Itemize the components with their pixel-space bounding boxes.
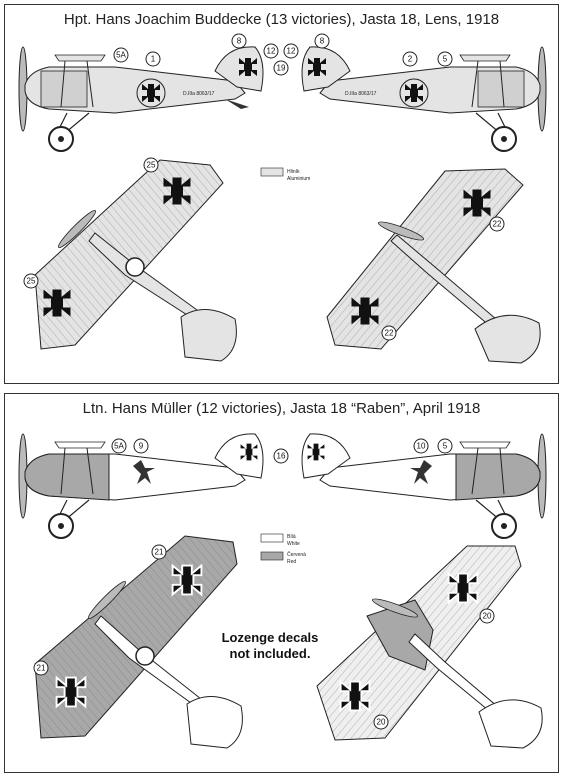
callout-marker: 21 <box>151 544 167 560</box>
upper-wing-edge <box>54 54 106 62</box>
callout-marker: 25 <box>23 273 39 289</box>
svg-text:10: 10 <box>417 442 426 451</box>
callout-marker: 20 <box>373 714 389 730</box>
callout-marker: 5 <box>437 51 453 67</box>
legend-swatch-aluminium <box>260 167 284 177</box>
svg-text:21: 21 <box>37 664 46 673</box>
svg-text:25: 25 <box>27 277 36 286</box>
top-view-left <box>34 535 243 749</box>
note-line-1: Lozenge decals <box>221 630 319 645</box>
svg-text:8: 8 <box>320 37 325 46</box>
callouts: 5A 1 8 12 19 12 8 2 5 25 25 22 22 <box>23 33 505 341</box>
legend-sublabel: White <box>287 541 300 547</box>
buddecke-artwork: D.IIIa 8063/17 D.IIIa 8063/17 <box>18 33 547 364</box>
svg-text:22: 22 <box>385 329 394 338</box>
upper-wing-edge <box>459 54 511 62</box>
callouts: 5A 9 16 10 5 21 21 20 20 <box>33 438 495 730</box>
callout-marker: 20 <box>479 608 495 624</box>
propeller <box>57 209 97 249</box>
legend: Bílá White Červená Red <box>260 533 306 565</box>
svg-text:5: 5 <box>443 442 448 451</box>
tailplane <box>478 699 543 749</box>
callout-marker: 5A <box>111 438 127 454</box>
callout-marker: 5 <box>437 438 453 454</box>
svg-text:22: 22 <box>493 220 502 229</box>
callout-marker: 10 <box>413 438 429 454</box>
svg-text:16: 16 <box>277 452 286 461</box>
decal-note: Lozenge decals not included. <box>205 630 335 662</box>
panel-title: Hpt. Hans Joachim Buddecke (13 victories… <box>63 11 500 28</box>
svg-text:5: 5 <box>443 55 448 64</box>
side-view-right: D.IIIa 8063/17 <box>301 46 547 152</box>
red-nose <box>455 453 541 501</box>
serial-right: D.IIIa 8063/17 <box>345 91 377 97</box>
tailplane <box>180 309 237 362</box>
propeller <box>372 598 418 618</box>
svg-text:20: 20 <box>377 718 386 727</box>
svg-text:1: 1 <box>151 55 156 64</box>
legend-sublabel: Red <box>287 559 296 565</box>
tail-fin <box>214 46 264 92</box>
top-view-left <box>34 159 237 362</box>
raven-emblem <box>410 460 432 484</box>
panel-buddecke: Hpt. Hans Joachim Buddecke (13 victories… <box>4 4 559 384</box>
callout-marker: 22 <box>381 325 397 341</box>
callout-marker: 5A <box>113 47 129 63</box>
callout-marker: 25 <box>143 157 159 173</box>
callout-marker: 22 <box>489 216 505 232</box>
wing <box>34 159 224 350</box>
mueller-artwork: Bílá White Červená Red 5A 9 16 10 5 21 2… <box>18 433 547 749</box>
callout-marker: 9 <box>133 438 149 454</box>
red-nose <box>24 453 110 501</box>
tail-fin <box>301 46 351 92</box>
legend: Hliník Aluminium <box>260 167 310 182</box>
callout-marker: 19 <box>273 60 289 76</box>
propeller <box>87 580 127 620</box>
svg-text:12: 12 <box>267 47 276 56</box>
top-view-right <box>316 545 543 749</box>
tailplane <box>474 314 541 364</box>
side-view-left <box>18 433 264 539</box>
legend-label: Červená <box>287 551 306 558</box>
svg-text:20: 20 <box>483 612 492 621</box>
top-view-right <box>326 168 541 364</box>
callout-marker: 8 <box>231 33 247 49</box>
serial-left: D.IIIa 8063/17 <box>183 91 215 97</box>
svg-text:9: 9 <box>139 442 144 451</box>
svg-text:8: 8 <box>237 37 242 46</box>
panel-mueller: Ltn. Hans Müller (12 victories), Jasta 1… <box>4 393 559 773</box>
svg-text:21: 21 <box>155 548 164 557</box>
svg-text:2: 2 <box>408 55 413 64</box>
legend-swatch-red <box>260 551 284 561</box>
side-view-right <box>301 433 547 539</box>
tailplane <box>186 696 243 749</box>
svg-text:5A: 5A <box>116 51 126 60</box>
callout-marker: 21 <box>33 660 49 676</box>
callout-marker: 1 <box>145 51 161 67</box>
panel-title: Ltn. Hans Müller (12 victories), Jasta 1… <box>82 400 481 417</box>
callout-marker: 16 <box>273 448 289 464</box>
legend-label: Bílá <box>287 534 296 540</box>
svg-text:12: 12 <box>287 47 296 56</box>
raven-emblem <box>133 460 155 484</box>
note-line-2: not included. <box>229 646 311 661</box>
legend-sublabel: Aluminium <box>287 176 310 182</box>
callout-marker: 8 <box>314 33 330 49</box>
callout-marker: 2 <box>402 51 418 67</box>
legend-swatch-white <box>260 533 284 543</box>
callout-marker: 12 <box>263 43 279 59</box>
propeller <box>378 221 424 241</box>
callout-marker: 12 <box>283 43 299 59</box>
side-view-left: D.IIIa 8063/17 <box>18 46 264 152</box>
svg-text:5A: 5A <box>114 442 124 451</box>
legend-label: Hliník <box>287 169 300 175</box>
svg-text:19: 19 <box>277 64 286 73</box>
svg-text:25: 25 <box>147 161 156 170</box>
